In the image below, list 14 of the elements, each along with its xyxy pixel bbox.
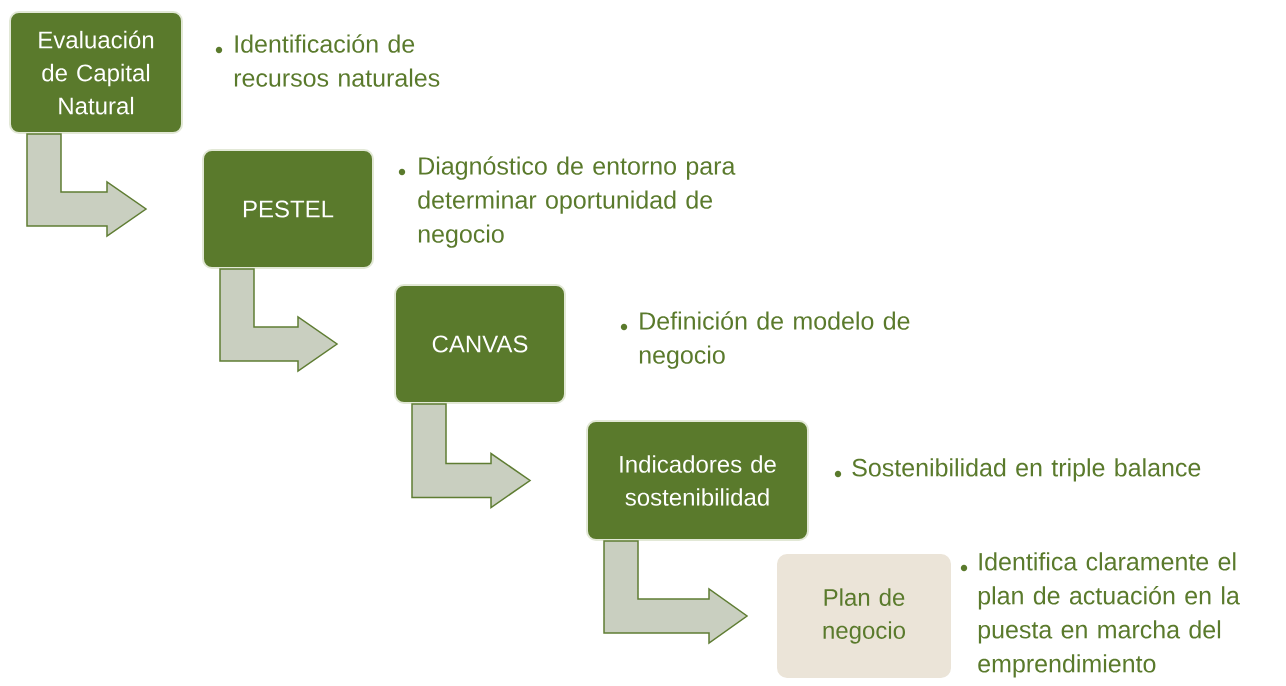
bullet-text: Definición de modelo de negocio: [620, 311, 910, 369]
process-box: Plan de negocio: [777, 554, 951, 678]
process-box: PESTEL: [202, 149, 374, 269]
bullet-text: Identificación de recursos naturales: [215, 34, 440, 87]
bent-arrow: [26, 133, 148, 238]
bullet-text: Diagnóstico de entorno para determinar oportunidad de negocio: [398, 156, 736, 248]
bent-arrow: [411, 403, 532, 509]
bent-arrow: [219, 268, 339, 373]
process-box: Indicadores de sostenibilidad: [586, 420, 809, 541]
process-box: Evaluación de Capital Natural: [9, 11, 183, 134]
bent-arrow: [603, 540, 749, 645]
bullet-text: Sostenibilidad en triple balance: [834, 458, 1201, 482]
bullet-text: Identifica claramente el plan de actuación en la puesta en marcha del emprendimiento: [960, 552, 1240, 678]
process-box: CANVAS: [394, 284, 566, 404]
